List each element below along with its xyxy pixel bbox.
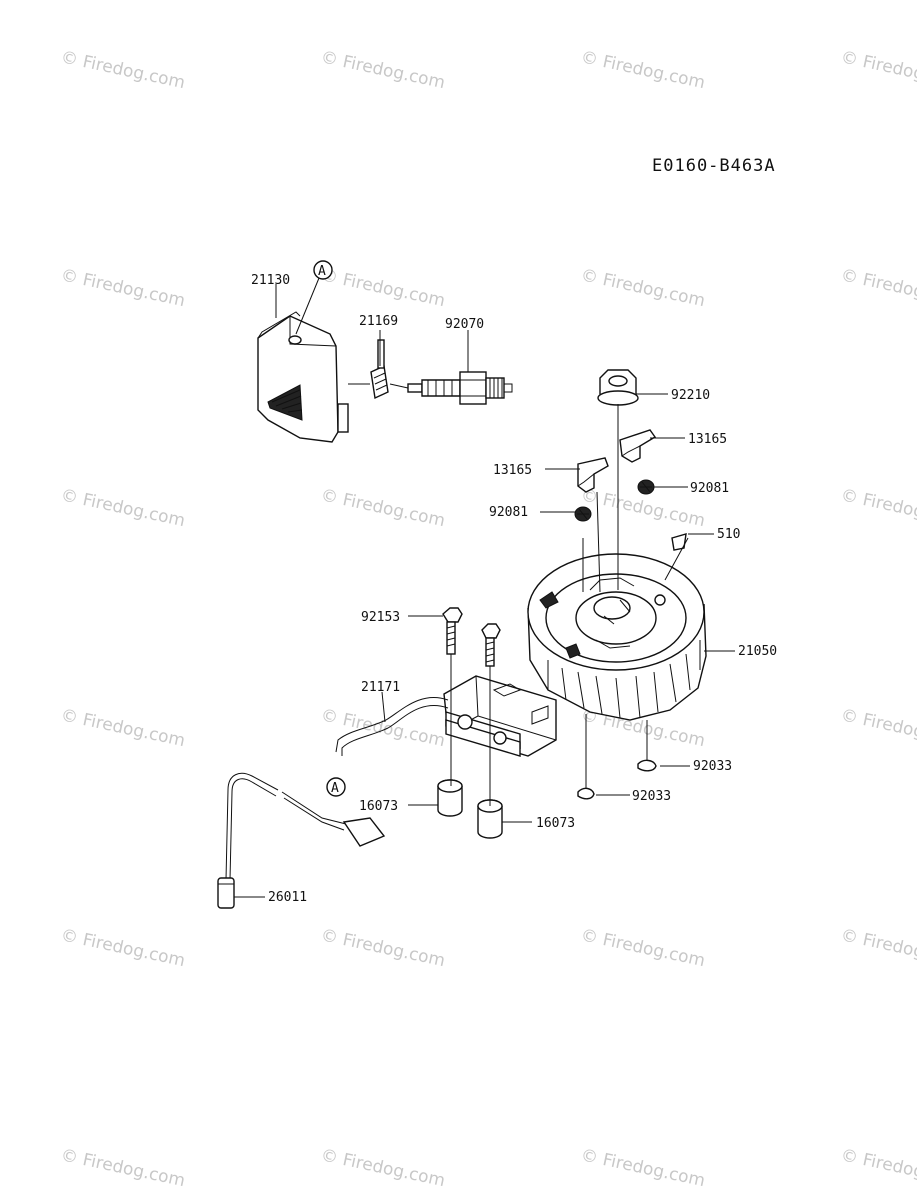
watermark: © Firedog.com (579, 925, 707, 971)
flywheel-nut (597, 369, 639, 406)
label-92081-left: 92081 (489, 505, 528, 520)
label-13165-left: 13165 (493, 463, 532, 478)
flywheel (527, 553, 707, 721)
starter-pawl-left (577, 457, 609, 493)
label-92153: 92153 (361, 610, 400, 625)
stop-wire (217, 772, 386, 909)
watermark: © Firedog.com (319, 1145, 447, 1191)
watermark: © Firedog.com (59, 925, 187, 971)
watermark: © Firedog.com (319, 485, 447, 531)
spark-plug-terminal (370, 339, 389, 400)
watermark: © Firedog.com (839, 1145, 917, 1191)
ignition-coil-bolt-right (481, 623, 501, 667)
watermark: © Firedog.com (59, 705, 187, 751)
watermark: © Firedog.com (579, 47, 707, 93)
leader-lines (234, 277, 735, 898)
ignition-coil (443, 675, 557, 757)
coil-spacer-left (437, 779, 463, 817)
label-92081-right: 92081 (690, 481, 729, 496)
part-labels: 21130 21169 92070 92210 13165 13165 9208… (251, 273, 777, 905)
callout-a-bottom-letter: A (331, 781, 339, 796)
label-92033-left: 92033 (632, 789, 671, 804)
high-tension-lead (335, 697, 449, 756)
watermark: © Firedog.com (59, 47, 187, 93)
label-16073-right: 16073 (536, 816, 575, 831)
callout-a-bottom: A (326, 777, 346, 797)
watermark: © Firedog.com (579, 1145, 707, 1191)
ignition-coil-bolt-left (442, 607, 463, 655)
callout-a-top: A (313, 260, 333, 280)
label-21169: 21169 (359, 314, 398, 329)
watermark: © Firedog.com (59, 265, 187, 311)
watermark: © Firedog.com (319, 705, 447, 751)
label-92070: 92070 (445, 317, 484, 332)
label-21130: 21130 (251, 273, 290, 288)
watermark: © Firedog.com (839, 47, 917, 93)
watermarks: © Firedog.com © Firedog.com © Firedog.co… (59, 47, 917, 1191)
label-26011: 26011 (268, 890, 307, 905)
woodruff-key (671, 533, 687, 551)
watermark: © Firedog.com (839, 925, 917, 971)
label-13165-right: 13165 (688, 432, 727, 447)
pawl-spring-left (574, 506, 592, 522)
label-16073-left: 16073 (359, 799, 398, 814)
watermark: © Firedog.com (839, 485, 917, 531)
watermark: © Firedog.com (59, 1145, 187, 1191)
starter-pawl-right (619, 429, 657, 463)
clip-right (637, 759, 657, 772)
clip-left (577, 787, 595, 800)
spark-plug (407, 371, 513, 405)
label-92210: 92210 (671, 388, 710, 403)
watermark: © Firedog.com (839, 265, 917, 311)
spark-plug-cap (257, 311, 349, 443)
watermark: © Firedog.com (59, 485, 187, 531)
watermark: © Firedog.com (319, 47, 447, 93)
watermark: © Firedog.com (579, 265, 707, 311)
pawl-spring-right (637, 479, 655, 495)
watermark: © Firedog.com (319, 925, 447, 971)
label-92033-right: 92033 (693, 759, 732, 774)
watermark: © Firedog.com (839, 705, 917, 751)
watermark: © Firedog.com (319, 265, 447, 311)
label-510: 510 (717, 527, 740, 542)
callout-a-top-letter: A (318, 264, 326, 279)
label-21171: 21171 (361, 680, 400, 695)
label-21050: 21050 (738, 644, 777, 659)
diagram-code: E0160-B463A (652, 156, 776, 176)
